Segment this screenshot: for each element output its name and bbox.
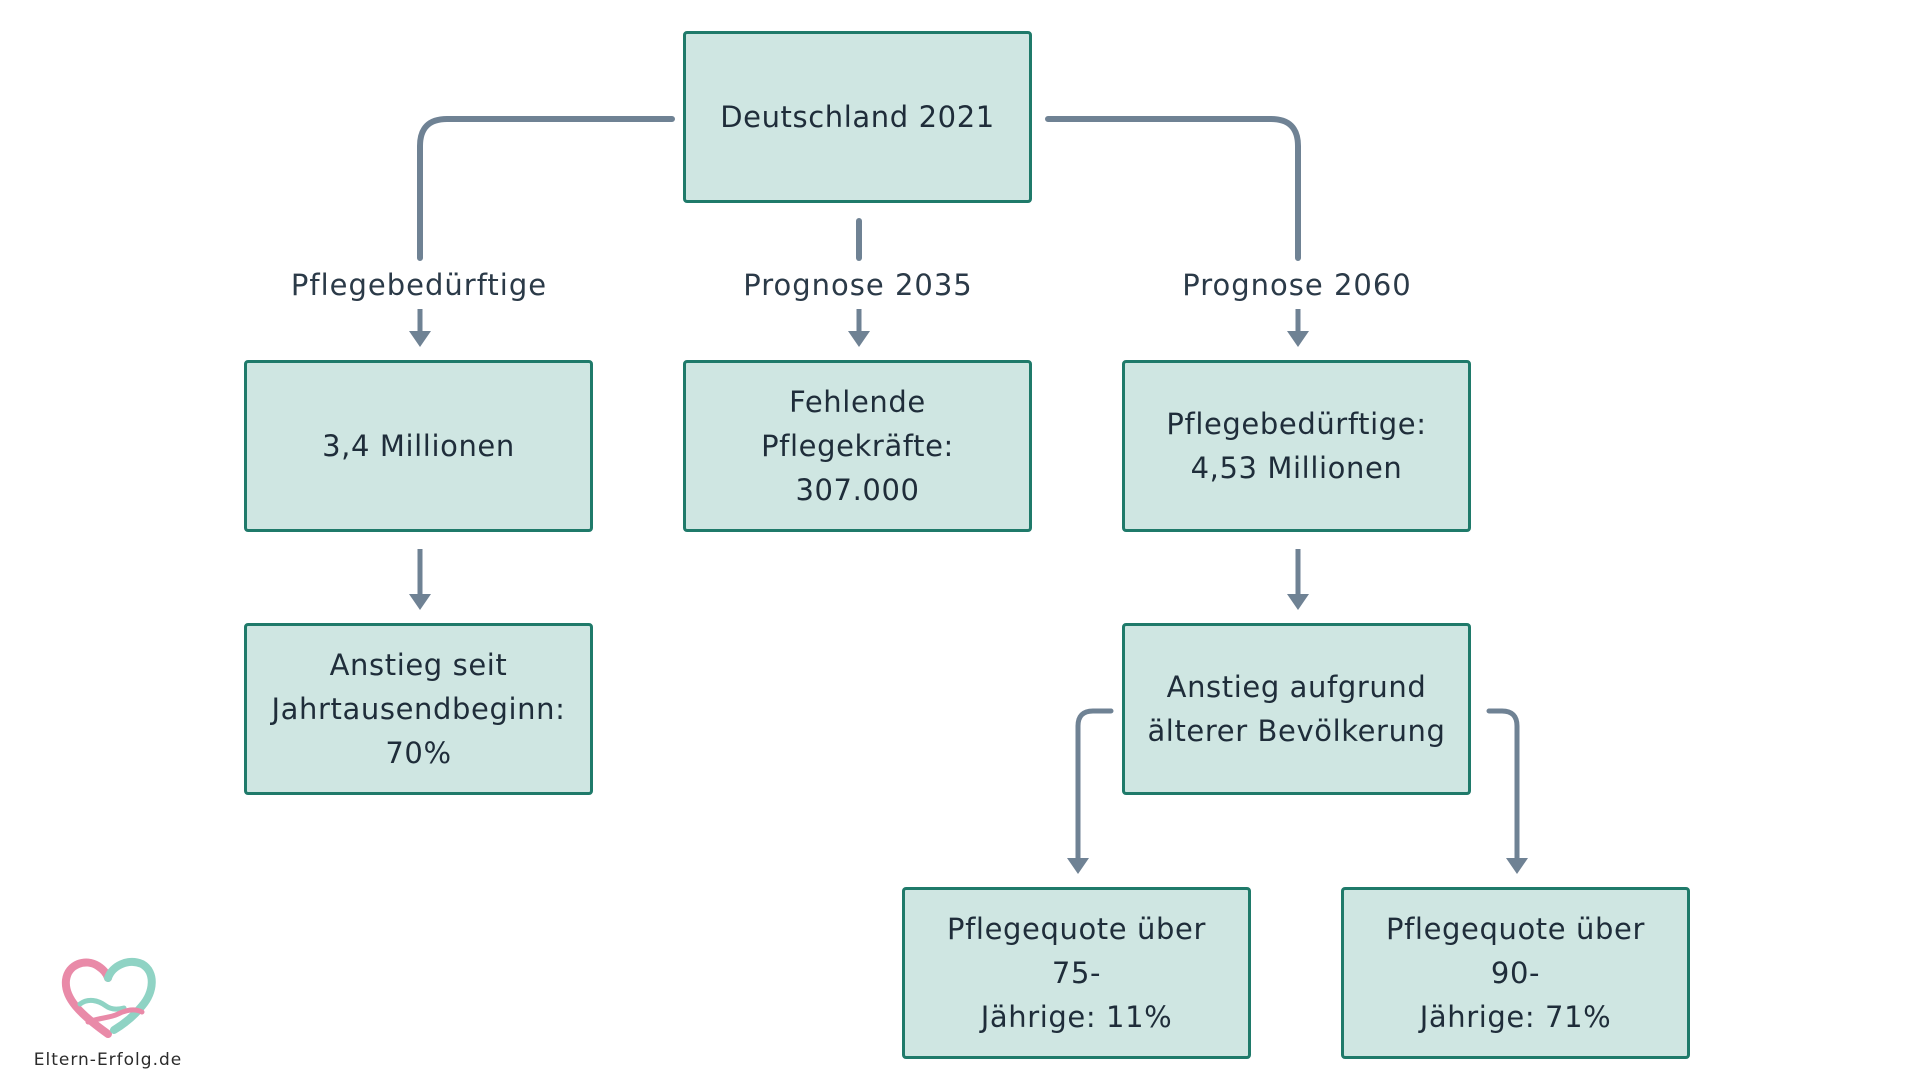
arrow-right-label [1287, 309, 1309, 347]
node-left-detail-line-3: 70% [385, 736, 452, 770]
arrow-left-detail [409, 549, 431, 610]
node-pflegebeduerftige-2060: Pflegebedürftige: 4,53 Millionen [1122, 360, 1471, 532]
node-anstieg-aeltere-bevoelkerung: Anstieg aufgrund älterer Bevölkerung [1122, 623, 1471, 795]
node-pflegequote-75: Pflegequote über 75- Jährige: 11% [902, 887, 1251, 1059]
arrow-quota-90 [1486, 708, 1528, 874]
branch-label-prognose-2035: Prognose 2035 [743, 268, 973, 302]
node-mid-line-1: Fehlende [789, 385, 926, 419]
connector-root-left [417, 116, 675, 261]
heart-hands-icon [61, 957, 156, 1038]
node-left-detail-line-1: Anstieg seit [329, 648, 508, 682]
node-fehlende-pflegekraefte: Fehlende Pflegekräfte: 307.000 [683, 360, 1032, 532]
brand-logo[interactable]: Eltern-Erfolg.de [28, 952, 188, 1072]
node-right-detail-line-2: älterer Bevölkerung [1147, 714, 1446, 748]
node-left-detail-line-2: Jahrtausendbeginn: [271, 692, 566, 726]
node-right-detail-line-1: Anstieg aufgrund [1166, 670, 1427, 704]
node-root-text: Deutschland 2021 [720, 100, 995, 134]
node-left-value-text: 3,4 Millionen [322, 429, 515, 463]
node-deutschland-2021: Deutschland 2021 [683, 31, 1032, 203]
node-quota-90-line-2: Jährige: 71% [1419, 1000, 1612, 1034]
branch-label-prognose-2060: Prognose 2060 [1182, 268, 1412, 302]
node-anstieg-seit-jahrtausendbeginn: Anstieg seit Jahrtausendbeginn: 70% [244, 623, 593, 795]
arrow-left-label [409, 309, 431, 347]
node-quota-90-line-1: Pflegequote über 90- [1386, 912, 1645, 990]
arrow-mid-label [848, 309, 870, 347]
arrow-quota-75 [1067, 708, 1114, 874]
arrows [409, 309, 1528, 874]
node-pflegequote-90: Pflegequote über 90- Jährige: 71% [1341, 887, 1690, 1059]
node-3-4-millionen: 3,4 Millionen [244, 360, 593, 532]
branch-label-pflegebeduerftige: Pflegebedürftige [290, 268, 548, 302]
logo-text: Eltern-Erfolg.de [33, 1050, 183, 1070]
node-right-line-2: 4,53 Millionen [1190, 451, 1403, 485]
connector-root-right [1045, 116, 1301, 261]
node-quota-75-line-1: Pflegequote über 75- [947, 912, 1206, 990]
node-quota-75-line-2: Jährige: 11% [980, 1000, 1173, 1034]
node-mid-line-2: Pflegekräfte: 307.000 [761, 429, 954, 507]
arrow-right-detail [1287, 549, 1309, 610]
node-right-line-1: Pflegebedürftige: [1166, 407, 1427, 441]
